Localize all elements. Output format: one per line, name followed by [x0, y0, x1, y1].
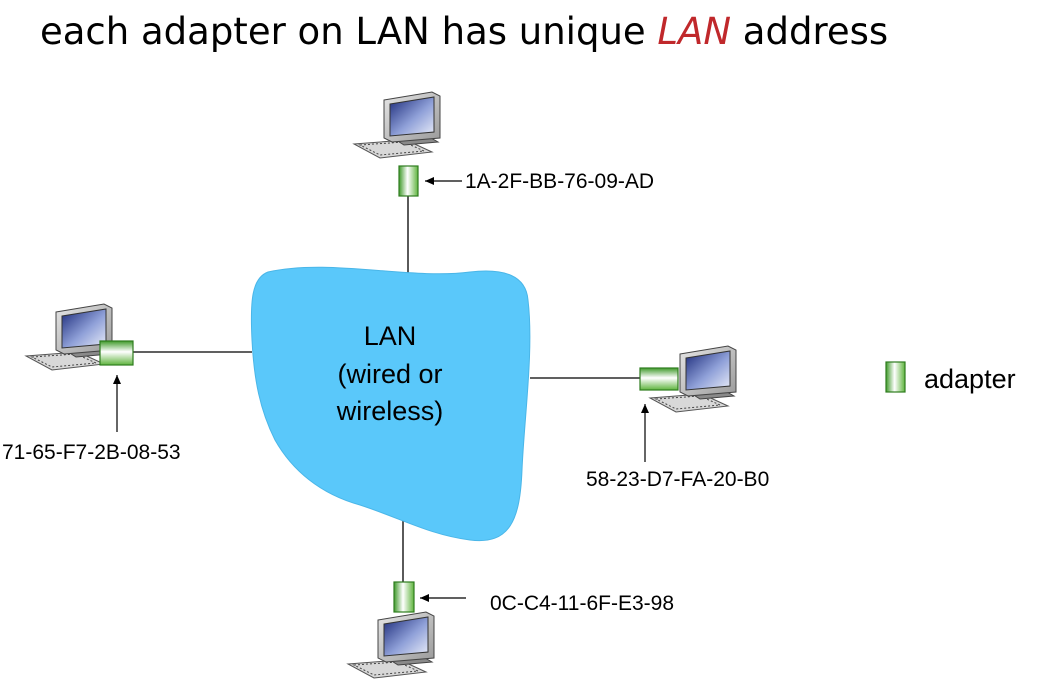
mac-address-right: 58-23-D7-FA-20-B0: [586, 468, 769, 491]
adapter-icon: [99, 340, 134, 366]
lan-label-line1: LAN: [364, 321, 417, 351]
legend: adapter: [885, 361, 1016, 394]
mac-address-left: 71-65-F7-2B-08-53: [2, 441, 181, 464]
host-right: 58-23-D7-FA-20-B0: [586, 345, 769, 491]
adapter-icon: [639, 367, 679, 391]
adapter-icon: [393, 581, 415, 613]
mac-address-bottom: 0C-C4-11-6F-E3-98: [490, 592, 674, 615]
lan-label-line3: wireless): [336, 396, 444, 426]
computer-icon: [353, 91, 441, 159]
adapter-icon: [398, 165, 419, 197]
lan-label-line2: (wired or: [337, 359, 442, 389]
title-accent: LAN: [657, 10, 731, 53]
host-top: 1A-2F-BB-76-09-AD: [353, 91, 654, 197]
host-left: 71-65-F7-2B-08-53: [2, 303, 181, 464]
computer-icon: [25, 303, 113, 371]
host-bottom: 0C-C4-11-6F-E3-98: [347, 581, 674, 679]
page-title: each adapter on LAN has unique LAN addre…: [40, 10, 888, 53]
lan-cloud: [250, 266, 531, 542]
adapter-icon: [885, 361, 906, 393]
title-suffix: address: [731, 10, 888, 53]
title-prefix: each adapter on LAN has unique: [40, 10, 657, 53]
mac-address-top: 1A-2F-BB-76-09-AD: [465, 170, 654, 193]
legend-label: adapter: [924, 364, 1016, 394]
computer-icon: [347, 611, 435, 679]
